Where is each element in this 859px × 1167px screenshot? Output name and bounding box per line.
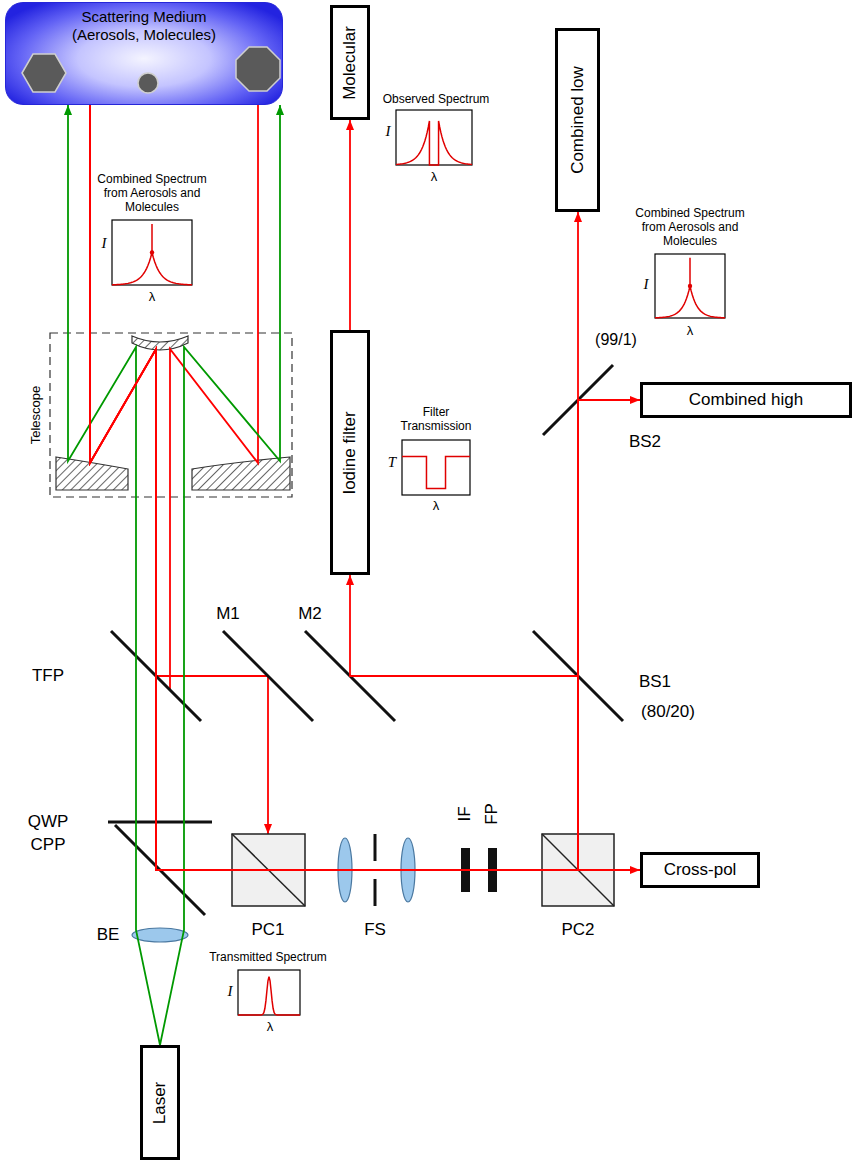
spectrum-plot (402, 440, 470, 495)
field-stop (374, 879, 377, 906)
plot-title: Transmitted Spectrum (209, 951, 327, 965)
molecule (138, 73, 158, 93)
spectrum-curve (655, 286, 725, 318)
detector-box: Cross-pol (640, 852, 760, 888)
spectrum-plot (655, 254, 725, 318)
spectrum-plot (238, 970, 300, 1015)
aerosol-peak (689, 258, 691, 286)
plot-frame (655, 254, 725, 318)
primary-mirror (192, 457, 290, 490)
part-label: PC2 (561, 920, 594, 940)
part-label: FP (482, 803, 502, 825)
part-label: BS2 (629, 432, 661, 452)
axis-label: T (388, 454, 396, 471)
box-label: Iodine filter (340, 411, 360, 494)
part-label: BE (97, 925, 120, 945)
part-label: CPP (31, 835, 66, 855)
aerosol-particle (236, 47, 280, 91)
spectrum-curve (238, 977, 300, 1015)
detector-box: Combined low (555, 28, 600, 212)
plot-frame (396, 110, 472, 165)
plot-title: Combined Spectrum from Aerosols and Mole… (92, 173, 212, 214)
plot-frame (238, 970, 300, 1015)
spectrum-plot (112, 220, 192, 285)
part-label: IF (455, 806, 475, 821)
mirror (223, 631, 313, 721)
part-label: M1 (216, 604, 240, 624)
spectrum-curve (396, 121, 472, 165)
peak-dot (688, 284, 692, 288)
return-beam (90, 105, 578, 870)
aerosol-particle (22, 54, 66, 92)
filter-box: Iodine filter (330, 330, 370, 575)
laser-beam (160, 105, 280, 1045)
laser-box: Laser (140, 1045, 180, 1160)
spectrum-curve (112, 253, 192, 285)
telescope-outline (50, 333, 292, 497)
spectrum-curve (402, 457, 470, 489)
detector-box: Molecular (330, 5, 370, 120)
return-beam (90, 105, 640, 870)
axis-label: I (102, 235, 107, 252)
part-label: M2 (298, 604, 322, 624)
part-label: QWP (28, 812, 69, 832)
plot-title: Observed Spectrum (383, 93, 490, 107)
plot-title: Filter Transmission (391, 406, 481, 434)
plot-frame (112, 220, 192, 285)
split-ratio: (80/20) (641, 702, 695, 722)
return-beam (90, 105, 578, 870)
field-stop (374, 834, 377, 861)
axis-label: λ (433, 499, 440, 514)
box-label: Laser (150, 1081, 170, 1124)
primary-mirror (56, 457, 128, 490)
box-label: Combined low (567, 66, 587, 174)
box-label: Combined high (689, 390, 803, 410)
part-label: Telescope (29, 386, 44, 445)
secondary-mirror (132, 336, 188, 350)
axis-label: λ (687, 324, 694, 339)
peak-dot (150, 250, 154, 254)
part-label: PC1 (251, 920, 284, 940)
box-label: Cross-pol (664, 860, 737, 880)
beam-expander-lens (132, 928, 188, 942)
axis-label: λ (149, 290, 156, 305)
spectrum-plot (396, 110, 472, 165)
detector-box: Combined high (640, 382, 852, 418)
scattering-medium: Scattering Medium (Aerosols, Molecules) (5, 2, 283, 105)
axis-label: λ (431, 170, 438, 185)
return-beam (90, 105, 640, 870)
return-beam (349, 120, 351, 330)
axis-label: λ (267, 1020, 274, 1035)
laser-beam (68, 105, 160, 1045)
axis-label: I (228, 983, 233, 1000)
part-label: FS (364, 920, 386, 940)
part-label: BS1 (639, 672, 671, 692)
plot-frame (402, 440, 470, 495)
split-ratio: (99/1) (595, 331, 637, 349)
quarter-wave-plate (108, 821, 212, 824)
box-label: Molecular (340, 26, 360, 100)
box-label: Scattering Medium (Aerosols, Molecules) (54, 8, 234, 44)
return-beam (156, 676, 268, 834)
aerosol-peak (151, 224, 153, 253)
axis-label: I (386, 123, 391, 140)
plot-title: Combined Spectrum from Aerosols and Mole… (630, 207, 750, 248)
part-label: TFP (32, 666, 64, 686)
axis-label: I (644, 276, 649, 293)
